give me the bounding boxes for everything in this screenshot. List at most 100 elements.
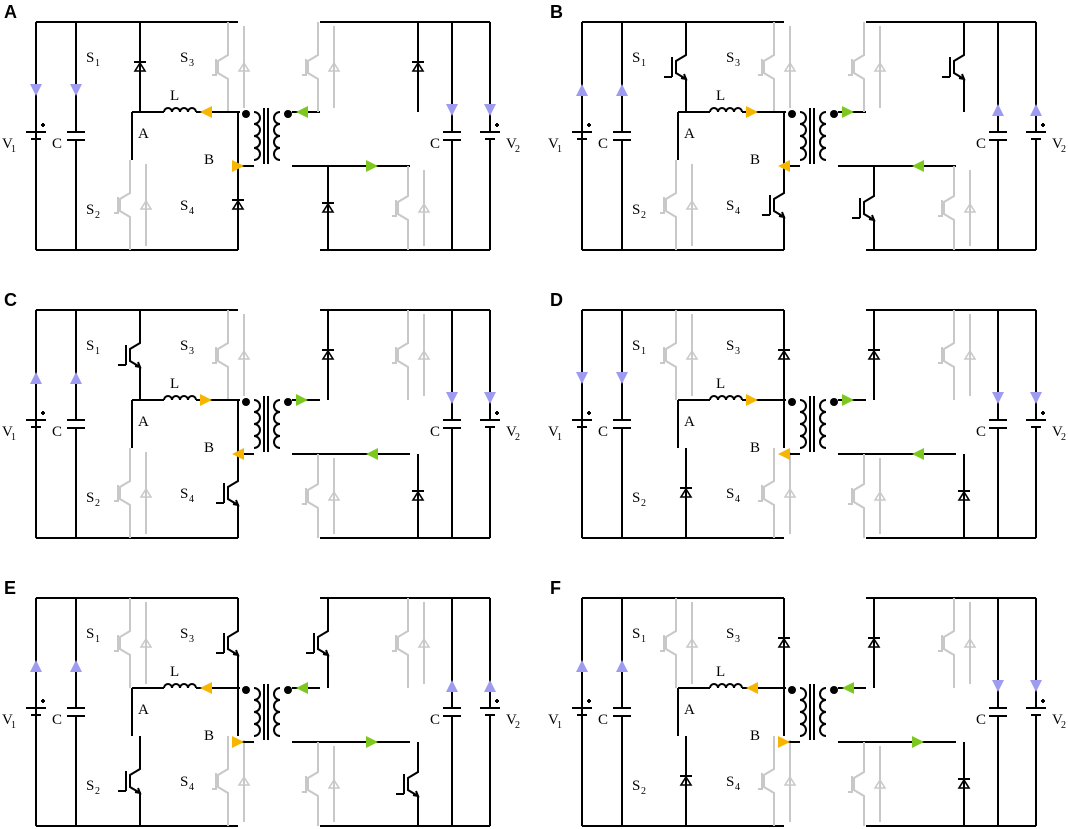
secondary-bottom-arrow: [366, 736, 378, 748]
off-diode-triangle: [685, 637, 699, 648]
c1-label: C: [52, 424, 62, 440]
off-switch-gate: [758, 485, 763, 502]
s3-label-subscript: 3: [189, 634, 194, 645]
s2-label-subscript: 2: [641, 210, 646, 221]
diode-triangle: [867, 637, 881, 648]
off-switch-body: [943, 598, 955, 688]
v2-label-main: V: [506, 136, 517, 152]
switch-right-top-left: [321, 310, 335, 400]
v2-label-subscript: 2: [515, 144, 520, 155]
transformer: [788, 684, 838, 740]
off-switch-body: [307, 742, 319, 826]
v1-label-subscript: 1: [11, 144, 16, 155]
s4-label-subscript: 4: [189, 206, 194, 217]
c1-capacitor: [613, 310, 631, 538]
switch-right-top-left: [848, 22, 887, 112]
node-a-label: A: [684, 702, 695, 718]
panel-letter: C: [4, 290, 17, 310]
s1-label-subscript: 1: [95, 634, 100, 645]
inductor-current-arrow: [200, 682, 212, 694]
s3-label-main: S: [180, 338, 188, 354]
off-switch-body: [397, 166, 409, 250]
v1-label-main: V: [2, 136, 13, 152]
switch-right-top-right: [938, 598, 977, 688]
s2-label-subscript: 2: [95, 786, 100, 797]
diode-triangle: [679, 775, 693, 786]
s4-label-main: S: [726, 774, 734, 790]
s1-label-subscript: 1: [641, 346, 646, 357]
igbt-emitter-arrow: [134, 361, 142, 369]
secondary-top-arrow: [296, 106, 308, 118]
c2-capacitor: [443, 598, 461, 826]
switch-s3: [777, 310, 791, 400]
off-diode-triangle: [139, 199, 153, 210]
v1-label-main: V: [548, 712, 559, 728]
off-switch-gate: [848, 59, 853, 76]
off-switch-gate: [758, 59, 763, 76]
c2-capacitor: [989, 598, 1007, 826]
inductor-coil: [709, 395, 743, 401]
v1-label: V1: [2, 136, 16, 155]
secondary-dot: [830, 398, 838, 406]
inductor-label: L: [170, 376, 179, 392]
s1-label-main: S: [632, 50, 640, 66]
off-diode-triangle: [417, 349, 431, 360]
v1-label-subscript: 1: [11, 432, 16, 443]
igbt-body: [773, 160, 785, 250]
switch-right-top-right: [411, 22, 425, 112]
v1-label-main: V: [2, 712, 13, 728]
s2-label-subscript: 2: [641, 498, 646, 509]
primary-dot: [242, 110, 250, 118]
inductor-label: L: [170, 664, 179, 680]
s2-label-main: S: [632, 778, 640, 794]
v1-label-subscript: 1: [557, 720, 562, 731]
s1-label-main: S: [86, 626, 94, 642]
switch-right-top-left: [306, 598, 330, 688]
diode-triangle: [411, 61, 425, 72]
switch-right-bottom-left: [302, 742, 341, 826]
c2-capacitor: [443, 22, 461, 250]
inductor-coil: [163, 107, 197, 113]
inductor-l: [709, 683, 743, 689]
v2-label-subscript: 2: [515, 720, 520, 731]
node-b-current-arrow: [232, 160, 244, 172]
switch-s3: [212, 310, 251, 400]
off-switch-body: [307, 454, 319, 538]
transformer: [242, 396, 292, 452]
v2-label-subscript: 2: [1061, 432, 1066, 443]
v1-current-arrow: [576, 660, 588, 672]
panel-letter: A: [4, 2, 17, 22]
diode-triangle: [957, 778, 971, 789]
node-b-label: B: [750, 440, 760, 456]
igbt-body: [129, 736, 141, 826]
v2-source: [480, 598, 500, 826]
inductor-l: [709, 395, 743, 401]
primary-winding: [799, 687, 807, 737]
off-diode-triangle: [327, 778, 341, 789]
secondary-bottom-arrow: [366, 160, 378, 172]
off-switch-body: [763, 22, 775, 112]
switch-s3: [758, 22, 797, 112]
v2-label-main: V: [506, 712, 517, 728]
secondary-dot: [284, 110, 292, 118]
inductor-current-arrow: [746, 682, 758, 694]
switch-right-bottom-right: [957, 742, 971, 826]
off-switch-body: [397, 598, 409, 688]
c2-current-arrow: [992, 680, 1004, 692]
switch-s1: [133, 22, 147, 112]
c2-label: C: [976, 712, 986, 728]
inductor-coil: [163, 395, 197, 401]
switch-s2: [679, 736, 693, 826]
c2-label: C: [430, 424, 440, 440]
c2-label: C: [976, 424, 986, 440]
panel-letter: F: [550, 578, 561, 598]
node-b-current-arrow: [232, 448, 244, 460]
switch-s2: [114, 448, 153, 538]
off-switch-body: [119, 448, 131, 538]
c1-current-arrow: [616, 84, 628, 96]
